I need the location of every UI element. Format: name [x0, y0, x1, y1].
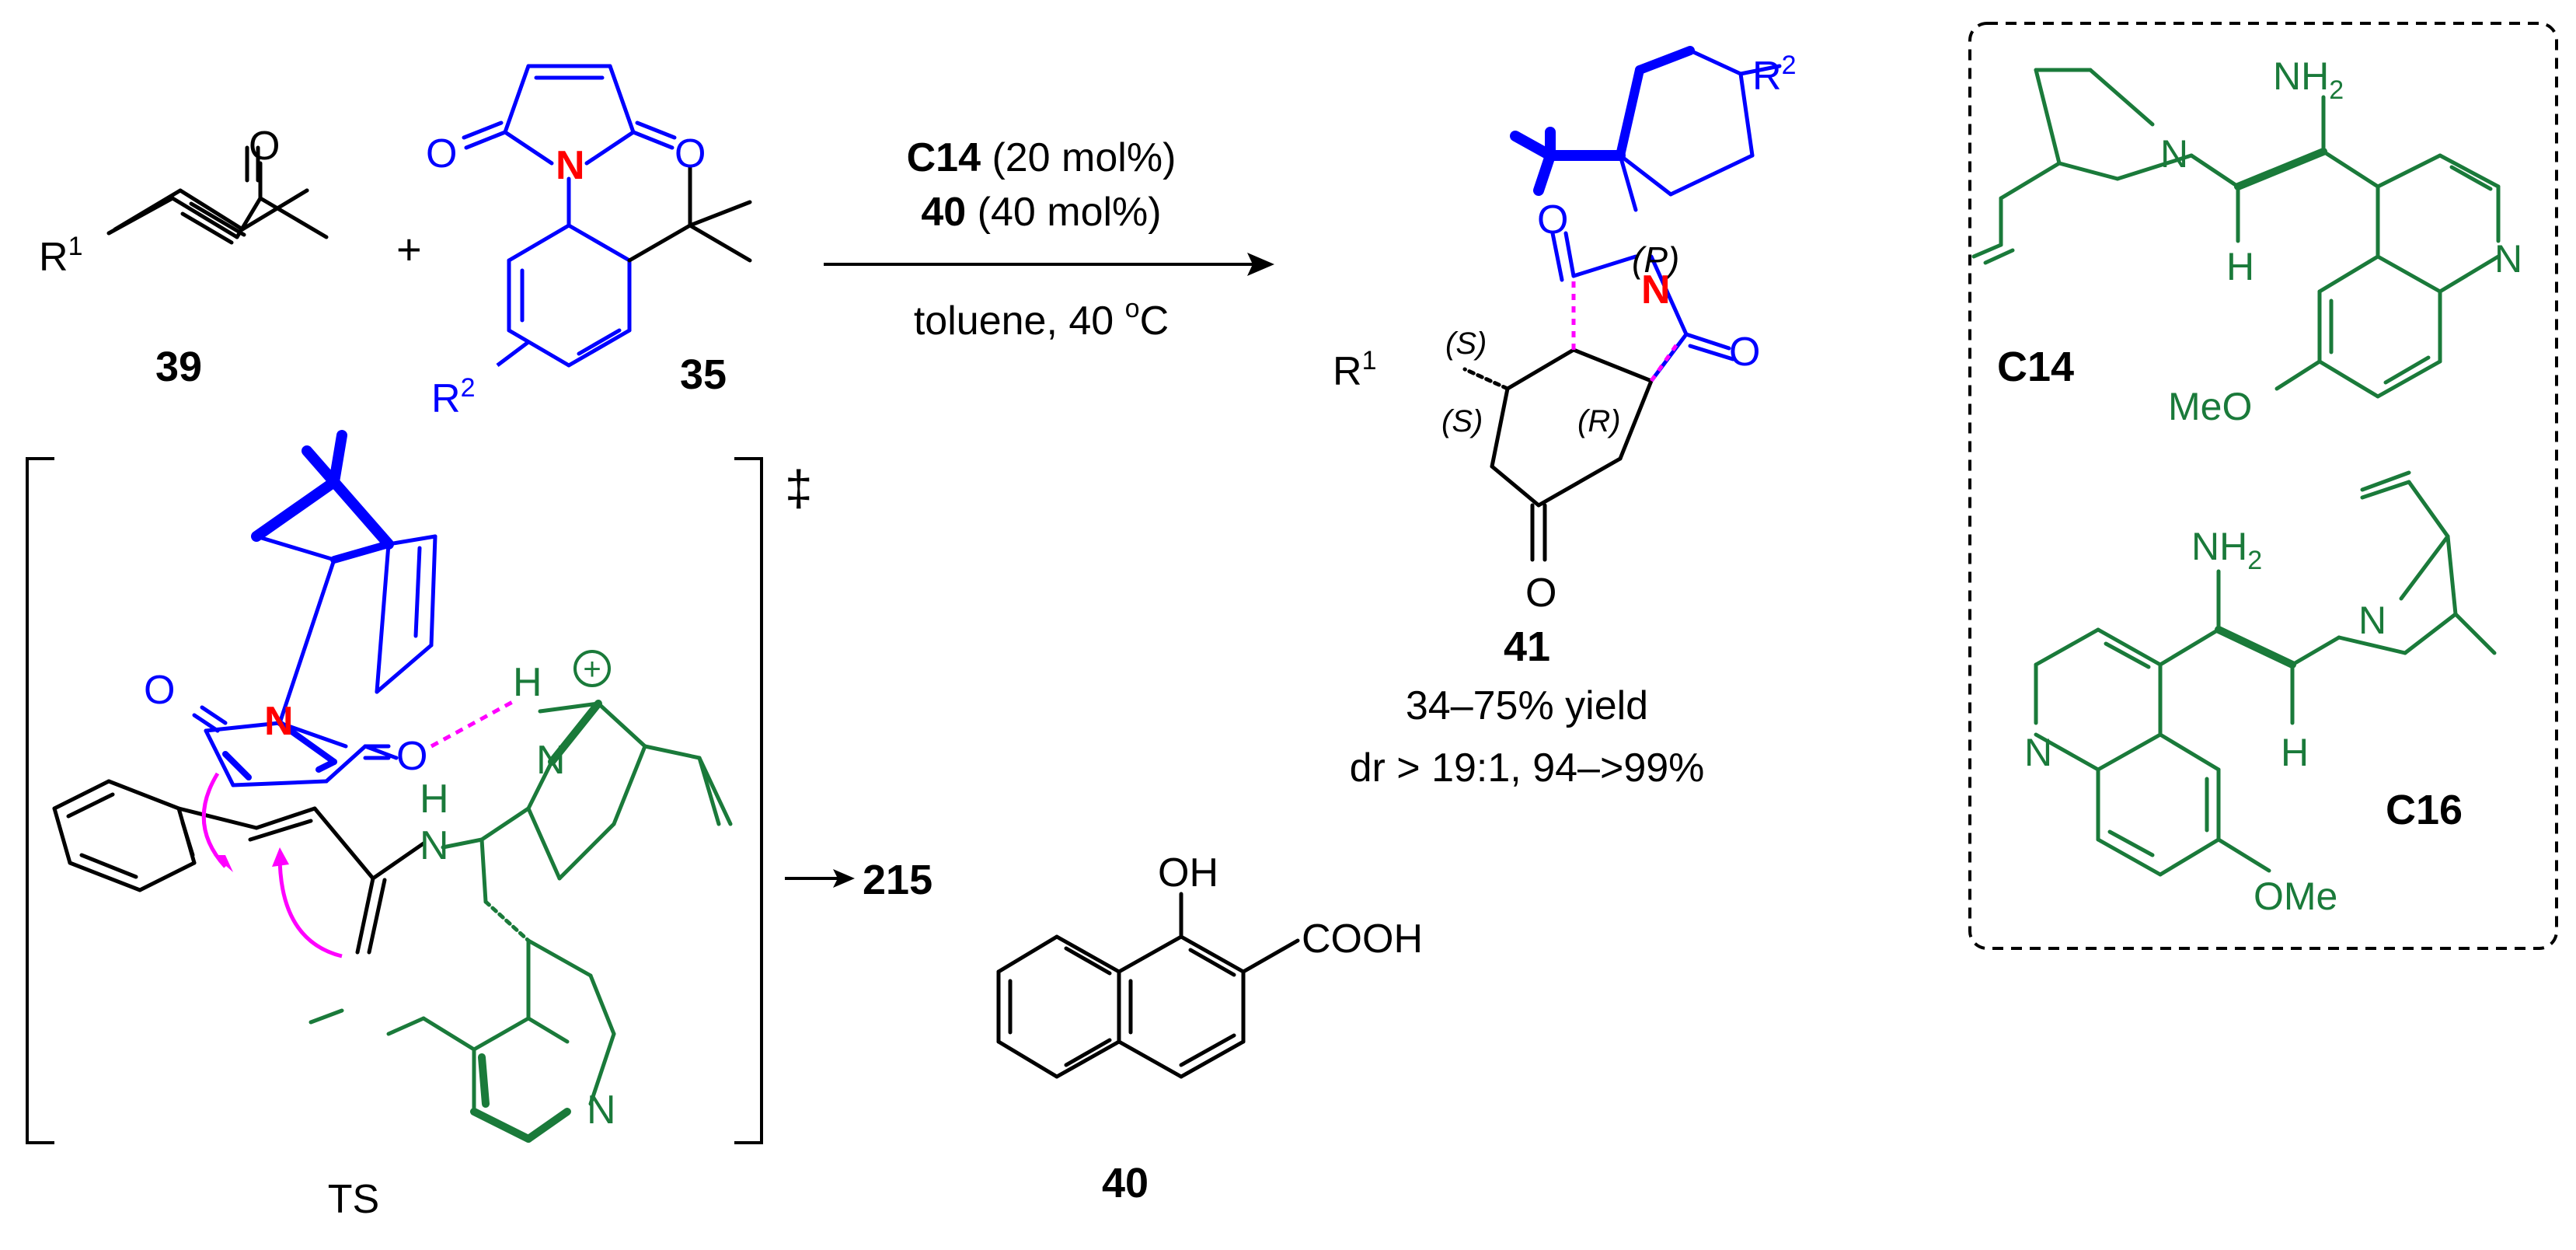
product-r2: R2: [1752, 51, 1796, 99]
product-41-text: R2 (P) N O O O (S) (S) (R) R1 41 34–75% …: [1333, 51, 1796, 791]
ts-nh-n: N: [420, 823, 449, 868]
compound-39-text: R1 39: [39, 232, 202, 390]
maleimide-o-left: O: [426, 131, 457, 176]
c14-h: H: [2226, 245, 2254, 288]
maleimide-r2-bond: [496, 340, 530, 367]
ts-aminocatalyst: [308, 700, 733, 1143]
catalyst-c16-text: NH2 N H N OMe C16: [2024, 525, 2463, 918]
ts-maleimide: [192, 430, 437, 787]
ts-charge: +: [573, 650, 611, 687]
compound-40: [996, 892, 1300, 1079]
product-o-left: O: [1537, 197, 1568, 243]
product-41-aryl: [1616, 46, 1782, 212]
enone-o-label: O: [249, 124, 280, 169]
enone-skeleton: [106, 161, 329, 245]
compound-number-40: 40: [1102, 1160, 1149, 1206]
c14-label: C14: [1997, 344, 2074, 390]
c16-ome: OMe: [2254, 875, 2337, 918]
ts-o-left: O: [144, 668, 175, 713]
c14-meo: MeO: [2168, 385, 2252, 428]
catalyst-box: [1968, 22, 2558, 950]
catalyst-c14-structure: [1971, 68, 2501, 399]
c16-nh2: NH2: [2191, 525, 2262, 575]
ts-dagger: ‡: [785, 460, 813, 516]
ts-label: TS: [328, 1177, 379, 1222]
product-ref-215: 215: [863, 857, 932, 903]
product-selectivity: dr > 19:1, 94–>99%: [1350, 745, 1705, 791]
ts-text: N O O H N H N N TS: [144, 660, 616, 1222]
ts-brackets: [26, 457, 763, 1144]
enone-r-label: R1: [39, 232, 82, 280]
product-r1: R1: [1333, 346, 1376, 394]
catalyst-c16-structure: [2034, 470, 2497, 877]
condition-solvent-temp: toluene, 40 oC: [914, 294, 1169, 344]
c14-n-quinoline: N: [2494, 237, 2522, 281]
c14-n-bridge: N: [2160, 132, 2188, 176]
compound-35-maleimide: [462, 64, 677, 368]
ts-o-right: O: [396, 734, 427, 779]
product-41-ring: [1462, 347, 1654, 562]
product-41-tbu: [1510, 127, 1626, 196]
ts-to-215-arrow: [785, 869, 855, 888]
product-axial-label: (P): [1632, 239, 1679, 280]
c14-nh2: NH2: [2273, 54, 2344, 105]
compound-35-tbu: [627, 165, 752, 263]
maleimide-n-label: N: [556, 143, 585, 188]
ts-h-ammonium: H: [513, 660, 542, 705]
plus-sign: +: [396, 225, 422, 274]
compound-39: [113, 145, 309, 237]
ts-hbond: [430, 697, 518, 749]
condition-additive: 40 (40 mol%): [921, 190, 1161, 235]
ts-enamine: [52, 779, 426, 955]
maleimide-o-right: O: [675, 131, 706, 176]
compound-number-35: 35: [680, 351, 727, 398]
compound-40-text: OH COOH 40: [1102, 850, 1423, 1206]
product-stereo-r: (R): [1577, 404, 1621, 438]
condition-catalyst: C14 (20 mol%): [907, 135, 1176, 180]
product-stereo-s1: (S): [1445, 326, 1487, 361]
compound-35-text: N O O R2 35: [426, 131, 727, 421]
reaction-arrow: [824, 253, 1274, 276]
product-n: N: [1641, 267, 1671, 312]
compound-number-39: 39: [155, 344, 202, 390]
product-yield: 34–75% yield: [1406, 683, 1648, 728]
c16-label: C16: [2386, 787, 2463, 833]
c16-n-quinoline: N: [2024, 731, 2052, 774]
svg-text:+: +: [583, 652, 601, 686]
reaction-conditions: C14 (20 mol%) 40 (40 mol%) toluene, 40 o…: [907, 135, 1176, 344]
ts-nh-h: H: [420, 777, 449, 822]
ts-n-ammonium: N: [536, 738, 566, 783]
c16-h: H: [2281, 731, 2309, 774]
ts-quinoline-n: N: [587, 1088, 616, 1133]
ts-arrow-head-2: [272, 847, 289, 867]
ts-arrow-head-1: [214, 855, 233, 872]
product-41-stereo-bonds: [1571, 280, 1681, 382]
catalyst-c14-text: NH2 N H N MeO C14: [1997, 54, 2522, 428]
acid-oh: OH: [1158, 850, 1218, 896]
compound-number-41: 41: [1504, 623, 1550, 670]
maleimide-r2: R2: [431, 373, 475, 421]
acid-cooh: COOH: [1302, 917, 1423, 962]
product-o-right: O: [1729, 330, 1760, 375]
ts-n-maleimide: N: [264, 699, 294, 744]
product-stereo-s2: (S): [1441, 404, 1483, 438]
c16-n-bridge: N: [2358, 599, 2386, 642]
product-o-bottom: O: [1525, 571, 1556, 616]
